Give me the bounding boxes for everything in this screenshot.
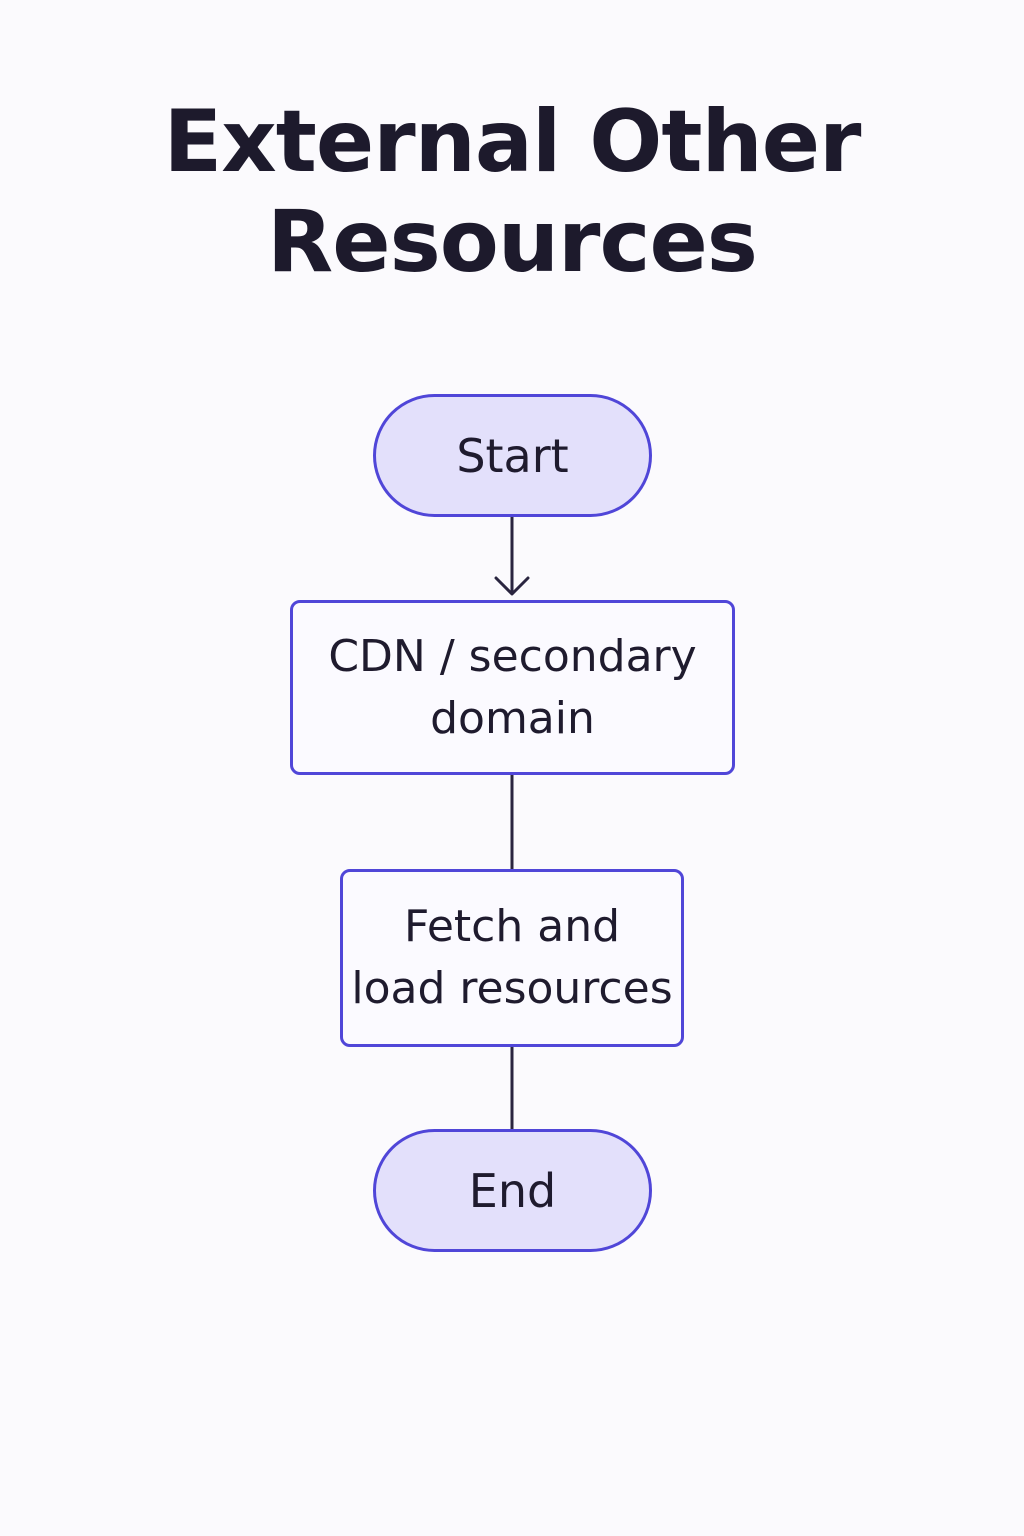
fetch-node-label-line-2: load resources (351, 963, 673, 1014)
arrowhead-down-icon (494, 576, 530, 596)
start-node-label: Start (456, 428, 569, 483)
diagram-title: External Other Resources (0, 92, 1024, 292)
start-node: Start (373, 394, 652, 517)
cdn-node-label-line-2: domain (430, 692, 595, 744)
diagram-title-line-1: External Other (163, 92, 862, 192)
end-node: End (373, 1129, 652, 1252)
end-node-label: End (468, 1163, 557, 1218)
fetch-node: Fetch and load resources (340, 869, 684, 1047)
cdn-node: CDN / secondary domain (290, 600, 735, 775)
diagram-title-line-2: Resources (267, 192, 758, 292)
cdn-node-label-line-1: CDN / secondary (328, 630, 697, 682)
fetch-node-label-line-1: Fetch and (403, 901, 621, 952)
